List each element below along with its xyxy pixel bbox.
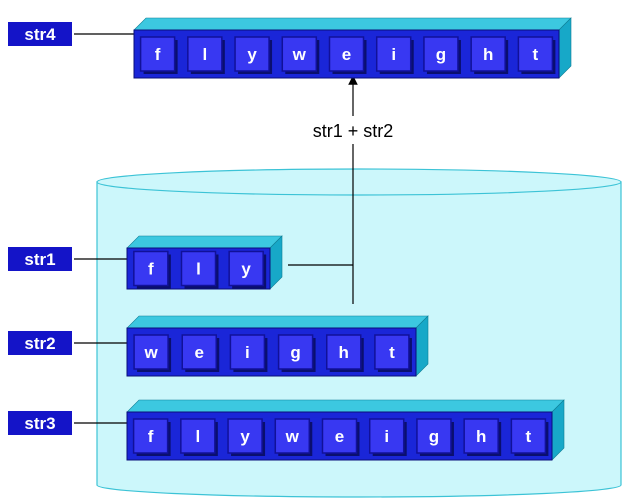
str4-tray-top <box>133 17 572 31</box>
str4-cell <box>470 36 506 72</box>
str1-label-box <box>8 247 72 271</box>
str1-tray-top <box>126 235 283 249</box>
str2-tray-front <box>126 327 417 377</box>
str3-cell <box>274 418 311 454</box>
str3-cell <box>132 418 169 454</box>
str4-char: w <box>292 45 307 64</box>
str3-cell <box>510 418 547 454</box>
str4-char: h <box>483 45 493 64</box>
str3-cell <box>368 418 405 454</box>
str4-label: str4 <box>24 25 56 44</box>
str4-array: str4 f l y w e i g h t <box>8 17 572 79</box>
str4-cell <box>187 36 223 72</box>
str2-tray-top <box>126 315 429 329</box>
str4-cell <box>234 36 270 72</box>
str3-cell <box>180 418 216 454</box>
string-arrays: str4 f l y w e i g h t str1 f l y str2 w e i g h t str3 f l y w e i… <box>8 17 572 461</box>
str2-char: e <box>195 343 204 362</box>
str4-label-box <box>8 22 72 46</box>
concatenation-connector: str1 + str2 <box>288 75 406 304</box>
str4-char: g <box>436 45 446 64</box>
str4-cell <box>423 36 459 72</box>
str3-char: w <box>285 427 300 446</box>
str4-cell <box>517 36 554 72</box>
str2-char: t <box>389 343 395 362</box>
str2-cell <box>374 334 410 370</box>
str3-cell <box>416 418 452 454</box>
str1-char: y <box>241 260 251 279</box>
str2-label: str2 <box>24 334 55 353</box>
str2-char: i <box>245 343 250 362</box>
str3-char: h <box>476 427 486 446</box>
str2-char: h <box>339 343 349 362</box>
str2-cell <box>181 334 217 370</box>
str1-label: str1 <box>24 250 55 269</box>
str4-char: y <box>247 45 257 64</box>
str3-cell <box>463 418 499 454</box>
str4-char: l <box>202 45 207 64</box>
str3-tray-top <box>126 399 565 413</box>
str3-char: y <box>240 427 250 446</box>
str1-cell <box>228 250 264 287</box>
str4-cell <box>375 36 412 72</box>
str3-array: str3 f l y w e i g h t <box>8 399 565 461</box>
str3-char: t <box>526 427 532 446</box>
str2-char: g <box>290 343 300 362</box>
str1-char: l <box>196 260 201 279</box>
str2-cell <box>277 334 314 370</box>
str2-array: str2 w e i g h t <box>8 315 429 377</box>
str2-cell <box>133 334 169 370</box>
concatenation-caption: str1 + str2 <box>313 121 394 141</box>
str3-char: i <box>384 427 389 446</box>
str4-cell <box>139 36 176 72</box>
str2-label-box <box>8 331 72 355</box>
str3-char: l <box>195 427 200 446</box>
str4-char: t <box>533 45 539 64</box>
str4-char: i <box>391 45 396 64</box>
cylinder-top <box>96 168 622 196</box>
str3-label-box <box>8 411 72 435</box>
str3-cell <box>227 418 263 454</box>
str3-label: str3 <box>24 414 55 433</box>
str4-cell <box>281 36 318 72</box>
str3-char: e <box>335 427 344 446</box>
str1-array: str1 f l y <box>8 235 283 290</box>
caption-background <box>300 116 406 144</box>
str2-cell <box>326 334 362 370</box>
str2-char: w <box>143 343 158 362</box>
str4-char: e <box>342 45 351 64</box>
str1-char: f <box>148 260 154 279</box>
str1-cell <box>133 250 169 287</box>
str3-cell <box>321 418 358 454</box>
str4-char: f <box>155 45 161 64</box>
str2-cell <box>229 334 266 370</box>
str1-cell <box>180 250 217 287</box>
str4-cell <box>328 36 365 72</box>
str3-char: g <box>429 427 439 446</box>
str3-char: f <box>148 427 154 446</box>
